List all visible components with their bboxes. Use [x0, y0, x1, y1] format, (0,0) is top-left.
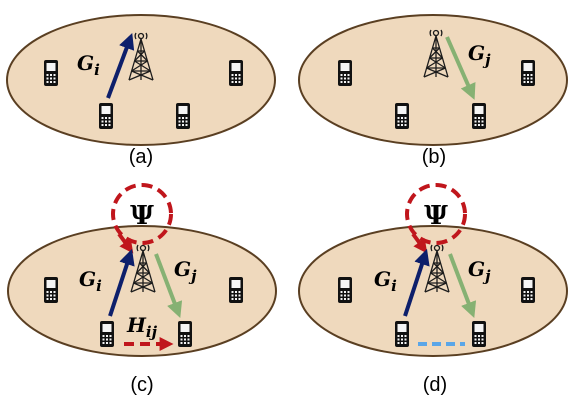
cell-area [298, 14, 568, 146]
phone-icon [395, 103, 409, 129]
phone-icon [176, 103, 190, 129]
panel-b: Gj (b) [298, 14, 568, 168]
channel-label-g-i: Gi [79, 267, 102, 295]
phone-icon [44, 277, 58, 303]
panel-a: Gi (a) [6, 14, 276, 168]
channel-label-g-i: Gi [77, 51, 100, 79]
self-interference-arrow [411, 232, 428, 254]
cell-area [7, 225, 277, 357]
panel-c: Ψ Gi Gj Hij (c) [7, 183, 277, 396]
panel-label: (d) [423, 374, 447, 396]
phone-icon [99, 103, 113, 129]
phone-icon [395, 321, 409, 347]
phone-icon [178, 321, 192, 347]
phone-icon [472, 321, 486, 347]
self-interference-symbol: Ψ [130, 201, 154, 231]
phone-icon [521, 277, 535, 303]
channel-label-g-j: Gj [174, 257, 197, 285]
channel-label-g-j: Gj [468, 41, 491, 69]
phone-icon [44, 60, 58, 86]
self-interference-loop [405, 183, 467, 245]
phone-icon [338, 277, 352, 303]
channel-label-h-ij: Hij [126, 313, 158, 341]
downlink-arrow [448, 253, 477, 318]
phone-icon [472, 103, 486, 129]
self-interference-arrow [117, 232, 134, 254]
channel-label-g-i: Gi [374, 267, 397, 295]
uplink-arrow [403, 248, 430, 317]
uplink-arrow [108, 248, 135, 317]
phone-icon [229, 60, 243, 86]
phone-icon [338, 60, 352, 86]
phone-icon [229, 277, 243, 303]
self-interference-loop [111, 183, 173, 245]
downlink-arrow [445, 36, 476, 100]
downlink-arrow [154, 253, 183, 318]
phone-icon [100, 321, 114, 347]
channel-label-g-j: Gj [468, 257, 491, 285]
cell-area [298, 225, 568, 357]
panel-d: Ψ Gi Gj (d) [298, 183, 568, 396]
panel-label: (c) [130, 374, 153, 396]
uplink-arrow [106, 33, 135, 99]
panel-label: (a) [129, 146, 153, 168]
panel-label: (b) [422, 146, 446, 168]
phone-icon [521, 60, 535, 86]
self-interference-symbol: Ψ [424, 201, 448, 231]
